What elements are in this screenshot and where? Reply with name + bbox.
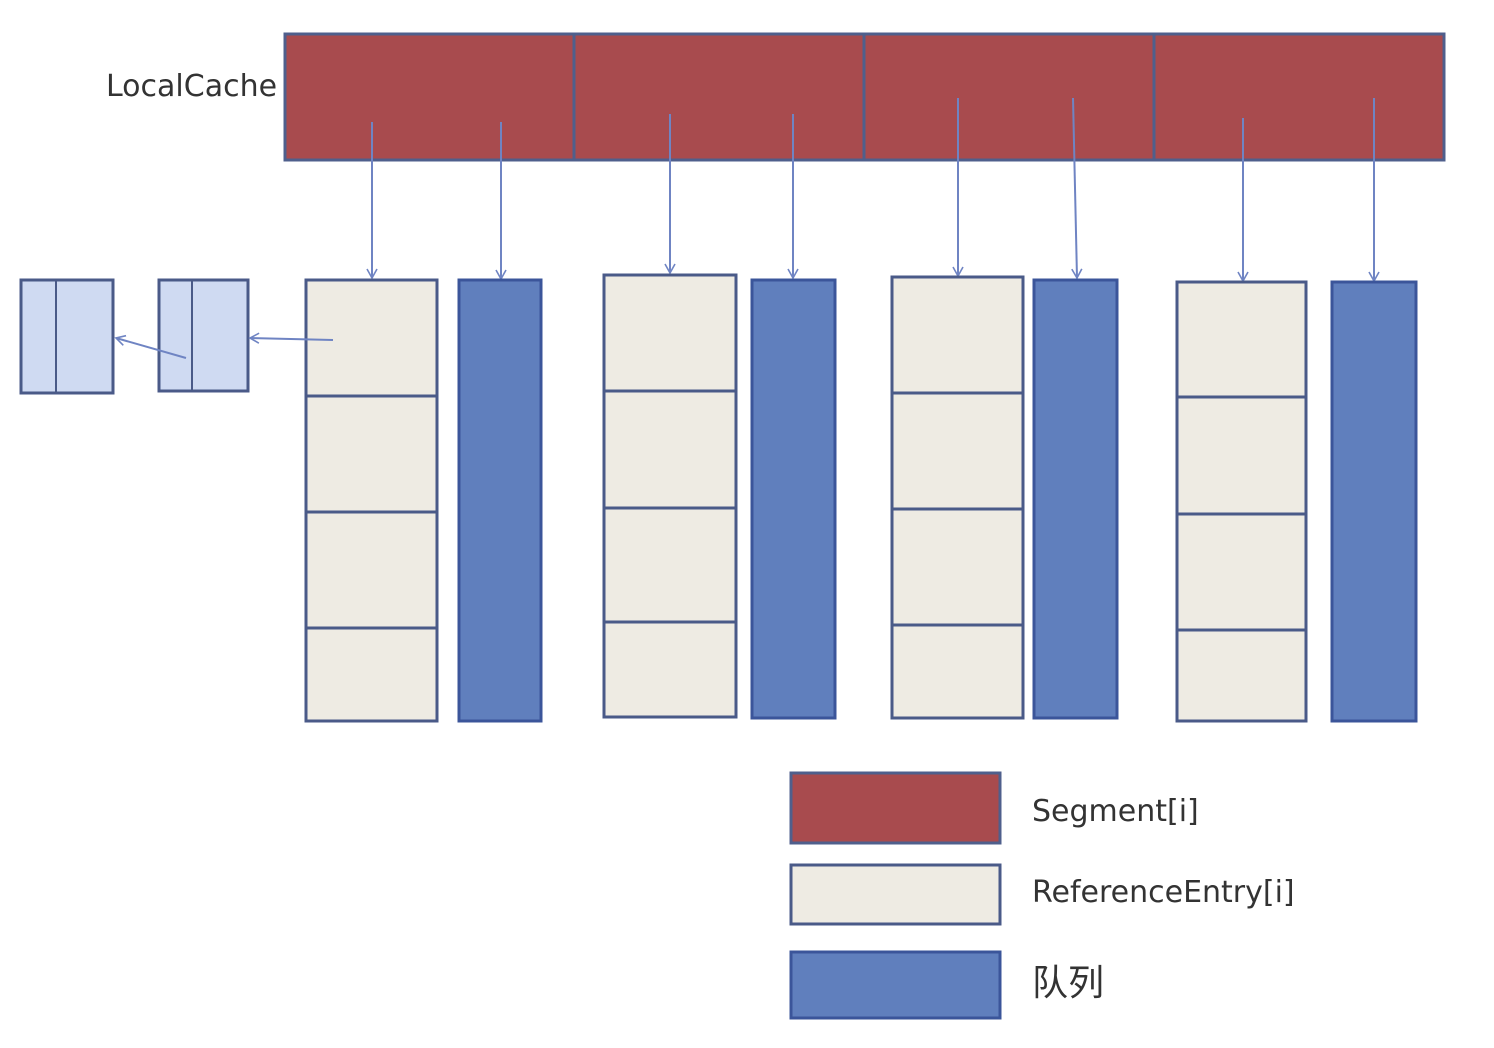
legend: Segment[i] ReferenceEntry[i] 队列 [789,771,1295,1020]
segment-arrows [366,97,1380,283]
reference-entry-cell [890,507,1025,627]
segment-box [862,32,1156,162]
queue-box [1032,278,1119,720]
reference-entry-table-4 [1175,280,1308,723]
reference-entry-cell [1175,395,1308,516]
reference-entry-cell [304,510,439,630]
reference-entry-table-3 [890,275,1025,720]
arrow [248,332,334,344]
reference-entry-cell [602,389,738,510]
reference-entry-cell [890,275,1025,395]
queue-box [750,278,837,720]
reference-entry-cell [304,394,439,514]
arrow [1071,97,1083,280]
reference-entry-cell [602,506,738,624]
legend-segment-swatch [789,771,1002,845]
legend-queue-swatch [789,950,1002,1020]
reference-entry-cell [602,273,738,393]
reference-entry-cell [1175,280,1308,399]
queue-box [457,278,543,723]
linked-entry-node [157,278,250,393]
reference-entry-cell [304,626,439,723]
reference-entry-cell [890,391,1025,511]
reference-entry-cell [602,620,738,719]
queues [457,278,1418,723]
segment-bar [283,32,1446,162]
linked-entry-node-near [157,278,250,393]
reference-entry-cell [890,623,1025,720]
queue-box [1330,280,1418,723]
segment-box [1152,32,1446,162]
legend-queue-label: 队列 [1032,963,1104,1004]
localcache-label: LocalCache [106,69,277,104]
reference-entry-cell [1175,628,1308,723]
legend-reference-entry-swatch [789,863,1002,926]
legend-reference-entry-label: ReferenceEntry[i] [1032,875,1295,910]
legend-segment-label: Segment[i] [1032,794,1199,829]
reference-entry-table-1 [304,278,439,723]
linked-entry-node [19,278,115,395]
segment-box [572,32,866,162]
reference-entry-cell [1175,512,1308,632]
reference-entry-table-2 [602,273,738,719]
arrow [114,334,187,359]
reference-entry-cell [304,278,439,398]
linked-entry-node-far [19,278,115,395]
segment-box [283,32,576,162]
